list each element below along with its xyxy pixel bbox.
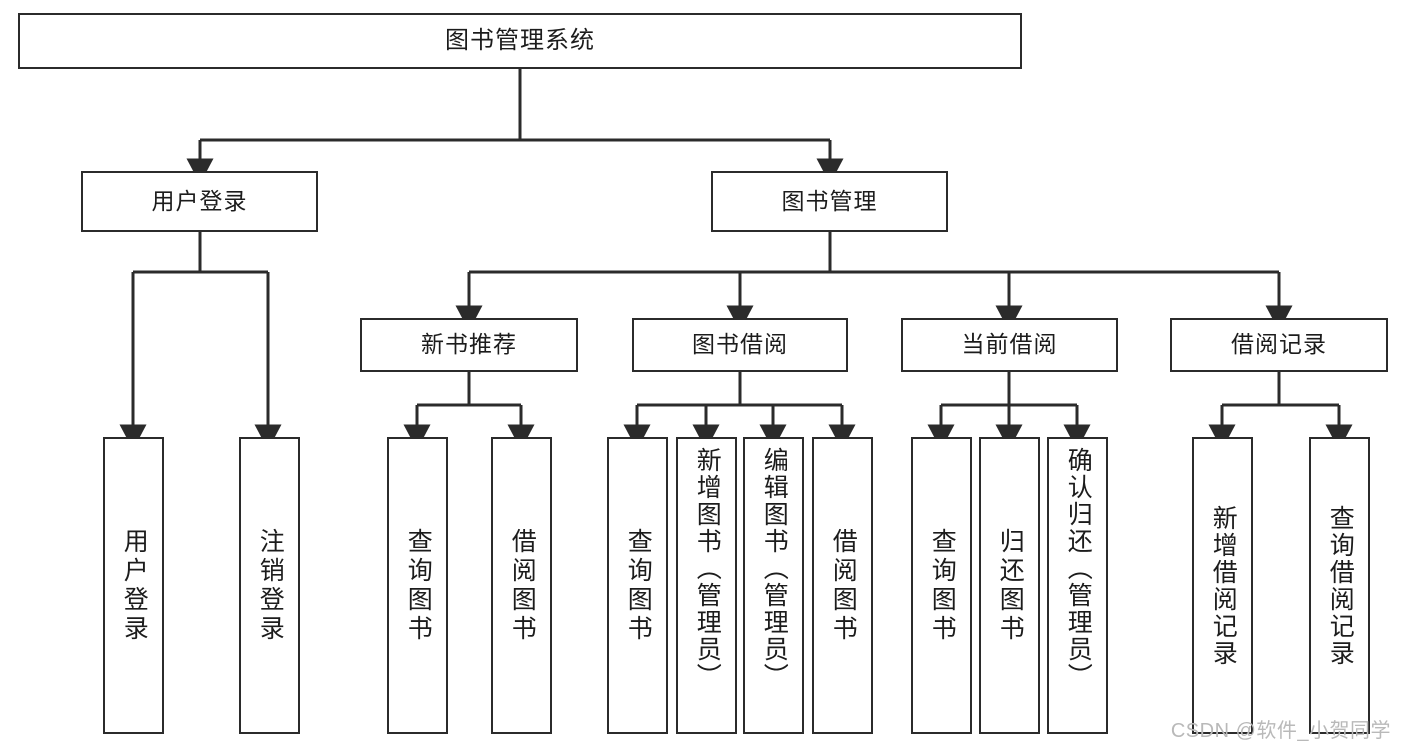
node-leaf-borrow-book-1[interactable]: 借阅图书 <box>491 437 552 734</box>
node-new-book-recommend[interactable]: 新书推荐 <box>360 318 578 372</box>
node-book-borrow-label: 图书借阅 <box>692 331 788 358</box>
node-leaf-borrow-book-2[interactable]: 借阅图书 <box>812 437 873 734</box>
node-leaf-add-book-label: 新增图书（管理员） <box>693 447 722 690</box>
node-leaf-return-book-label: 归还图书 <box>996 527 1025 644</box>
node-user-login[interactable]: 用户登录 <box>81 171 318 232</box>
node-leaf-add-record-label: 新增借阅记录 <box>1209 504 1238 667</box>
node-leaf-query-book-1[interactable]: 查询图书 <box>387 437 448 734</box>
node-leaf-logout[interactable]: 注销登录 <box>239 437 300 734</box>
node-leaf-add-book[interactable]: 新增图书（管理员） <box>676 437 737 734</box>
node-current-borrow-label: 当前借阅 <box>961 331 1058 358</box>
node-root[interactable]: 图书管理系统 <box>18 13 1022 69</box>
node-book-manage-label: 图书管理 <box>781 187 878 214</box>
node-user-login-label: 用户登录 <box>151 187 248 214</box>
node-leaf-edit-book[interactable]: 编辑图书（管理员） <box>743 437 804 734</box>
node-leaf-confirm-return-label: 确认归还（管理员） <box>1064 447 1093 690</box>
node-leaf-user-login-label: 用户登录 <box>120 527 149 644</box>
node-leaf-logout-label: 注销登录 <box>256 527 285 644</box>
node-new-book-recommend-label: 新书推荐 <box>421 331 517 358</box>
node-leaf-query-book-2-label: 查询图书 <box>624 527 653 644</box>
node-leaf-query-book-3-label: 查询图书 <box>928 527 957 644</box>
node-leaf-confirm-return[interactable]: 确认归还（管理员） <box>1047 437 1108 734</box>
node-leaf-query-record-label: 查询借阅记录 <box>1326 504 1355 667</box>
watermark-text: CSDN @软件_小贺同学 <box>1170 720 1391 742</box>
node-borrow-record[interactable]: 借阅记录 <box>1170 318 1388 372</box>
node-leaf-query-book-2[interactable]: 查询图书 <box>607 437 668 734</box>
node-root-label: 图书管理系统 <box>445 26 595 54</box>
node-leaf-add-record[interactable]: 新增借阅记录 <box>1192 437 1253 734</box>
node-leaf-edit-book-label: 编辑图书（管理员） <box>760 447 789 690</box>
node-current-borrow[interactable]: 当前借阅 <box>901 318 1118 372</box>
node-leaf-borrow-book-2-label: 借阅图书 <box>829 527 858 644</box>
node-book-borrow[interactable]: 图书借阅 <box>632 318 848 372</box>
node-leaf-query-book-1-label: 查询图书 <box>404 527 433 644</box>
node-leaf-user-login[interactable]: 用户登录 <box>103 437 164 734</box>
node-book-manage[interactable]: 图书管理 <box>711 171 948 232</box>
node-leaf-query-book-3[interactable]: 查询图书 <box>911 437 972 734</box>
node-leaf-query-record[interactable]: 查询借阅记录 <box>1309 437 1370 734</box>
node-leaf-return-book[interactable]: 归还图书 <box>979 437 1040 734</box>
node-borrow-record-label: 借阅记录 <box>1231 331 1327 358</box>
node-leaf-borrow-book-1-label: 借阅图书 <box>508 527 537 644</box>
